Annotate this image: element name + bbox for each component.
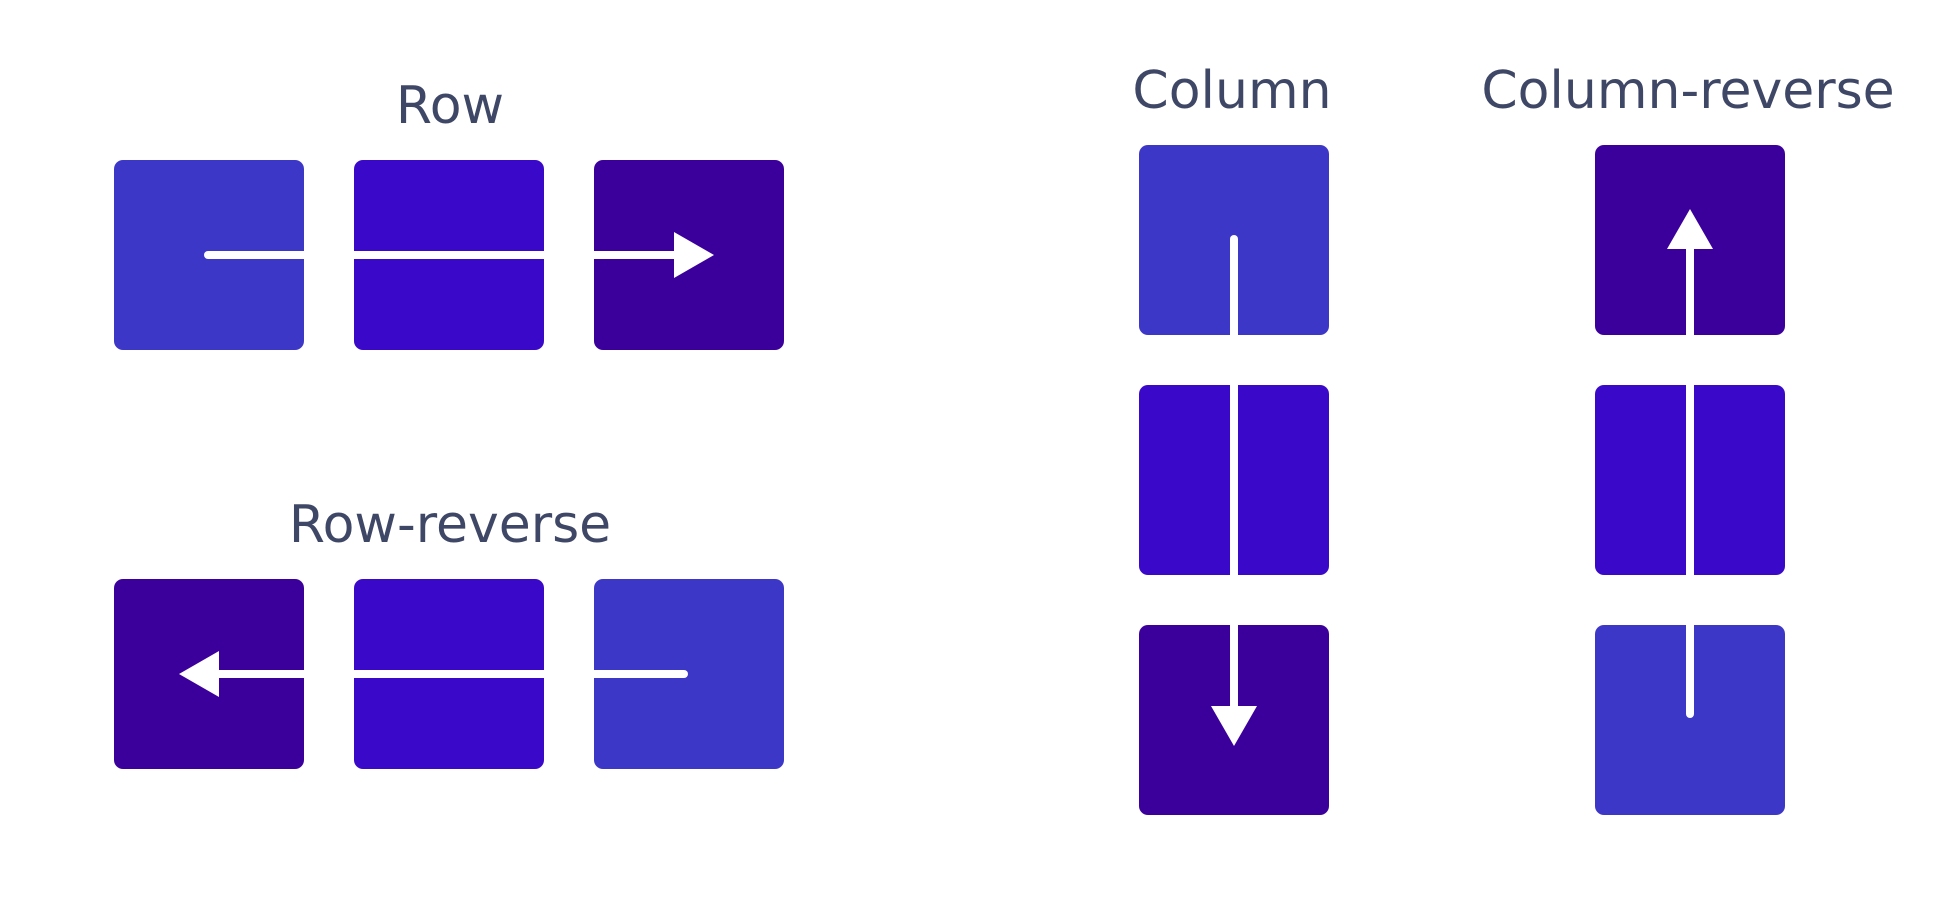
row-reverse-arrow bbox=[179, 651, 688, 697]
column-reverse-box-3 bbox=[1595, 625, 1785, 815]
row-reverse-arrow-head bbox=[179, 651, 219, 697]
column-label: Column bbox=[1132, 61, 1332, 121]
column-group bbox=[1139, 145, 1329, 815]
column-arrow bbox=[1211, 235, 1257, 746]
column-reverse-arrow bbox=[1667, 209, 1713, 718]
row-group bbox=[114, 160, 784, 350]
row-reverse-label: Row-reverse bbox=[288, 495, 612, 555]
column-arrow-head bbox=[1211, 706, 1257, 746]
column-reverse-group bbox=[1595, 145, 1785, 815]
row-reverse-box-3 bbox=[594, 579, 784, 769]
column-reverse-label: Column-reverse bbox=[1481, 61, 1895, 121]
row-arrow-head bbox=[674, 232, 714, 278]
row-reverse-group bbox=[114, 579, 784, 769]
row-arrow bbox=[204, 232, 714, 278]
column-reverse-arrow-head bbox=[1667, 209, 1713, 249]
row-label: Row bbox=[395, 76, 505, 136]
